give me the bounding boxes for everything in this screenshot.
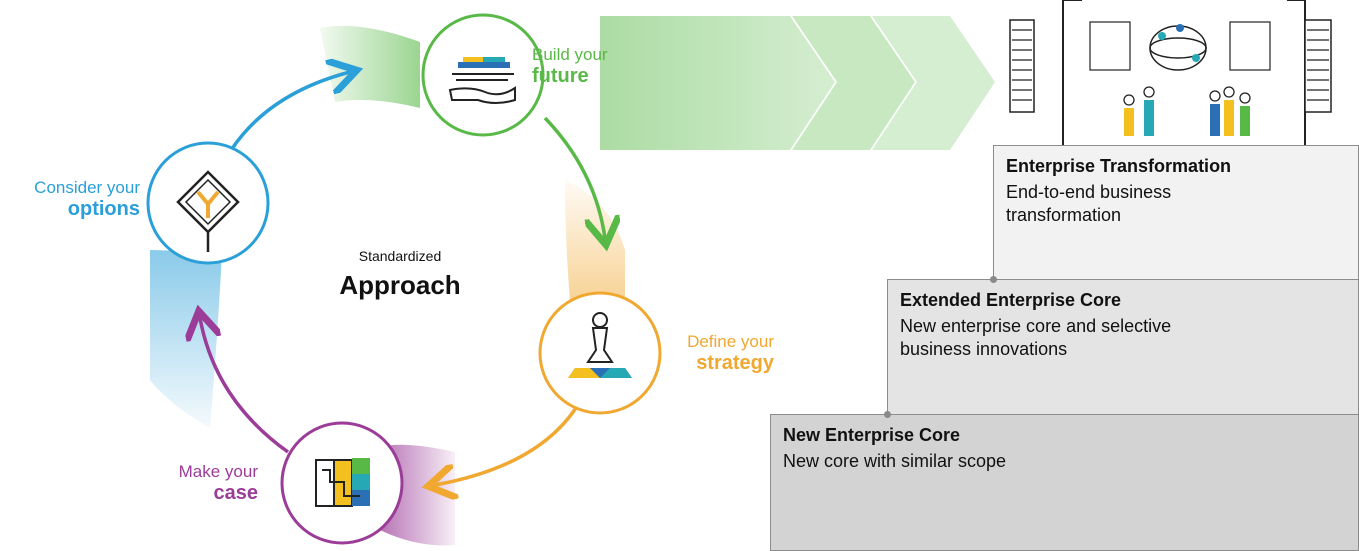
arrow-make-to-consider [200,318,290,454]
tier-description: New enterprise core and selective [900,316,1172,336]
label-build-line1: Build your [532,45,608,64]
chevron-2 [792,16,915,150]
chevron-3 [872,16,995,150]
tier-title: Extended Enterprise Core [900,290,1122,310]
tier-connector-dot [990,276,997,283]
progress-chevrons [600,16,995,150]
tier-connector-dot [884,411,891,418]
center-title: Standardized Approach [300,248,500,301]
map-path-icon [315,458,370,507]
chevron-1 [600,16,835,150]
label-define: Define your strategy [662,332,774,375]
center-heading: Approach [339,270,461,300]
label-consider-line1: Consider your [34,178,140,197]
arrow-build-to-define [543,116,605,238]
label-define-line2: strategy [696,351,774,374]
center-subtitle: Standardized [358,248,442,264]
tier-title: Enterprise Transformation [1006,156,1232,176]
hand-serving-tray-icon [448,57,516,104]
arrow-consider-to-build [223,72,350,161]
tier-extended-enterprise-core: Extended Enterprise Core New enterprise … [887,279,1359,415]
chess-pawn-icon [568,312,632,378]
label-build: Build your future [532,45,608,88]
label-build-line2: future [532,64,589,87]
tier-description: New core with similar scope [783,451,1007,471]
office-people [1123,86,1251,136]
label-consider: Consider your options [10,178,140,221]
fork-road-sign-icon [176,170,240,252]
tier-description-2: transformation [1006,205,1122,226]
tier-description: End-to-end business [1006,182,1172,202]
green-band [320,25,420,108]
label-make-line1: Make your [178,462,258,481]
office-building-icon [1009,0,1332,150]
tier-new-enterprise-core: New Enterprise Core New core with simila… [770,414,1359,551]
label-make: Make your case [148,462,258,505]
blue-band [150,250,222,428]
tier-title: New Enterprise Core [783,425,961,445]
label-define-line1: Define your [687,332,774,351]
label-make-line2: case [213,481,259,504]
label-consider-line2: options [67,197,140,220]
tier-enterprise-transformation: Enterprise Transformation End-to-end bus… [993,145,1359,280]
tier-description-2: business innovations [900,339,1068,360]
arrow-define-to-make [435,397,584,485]
